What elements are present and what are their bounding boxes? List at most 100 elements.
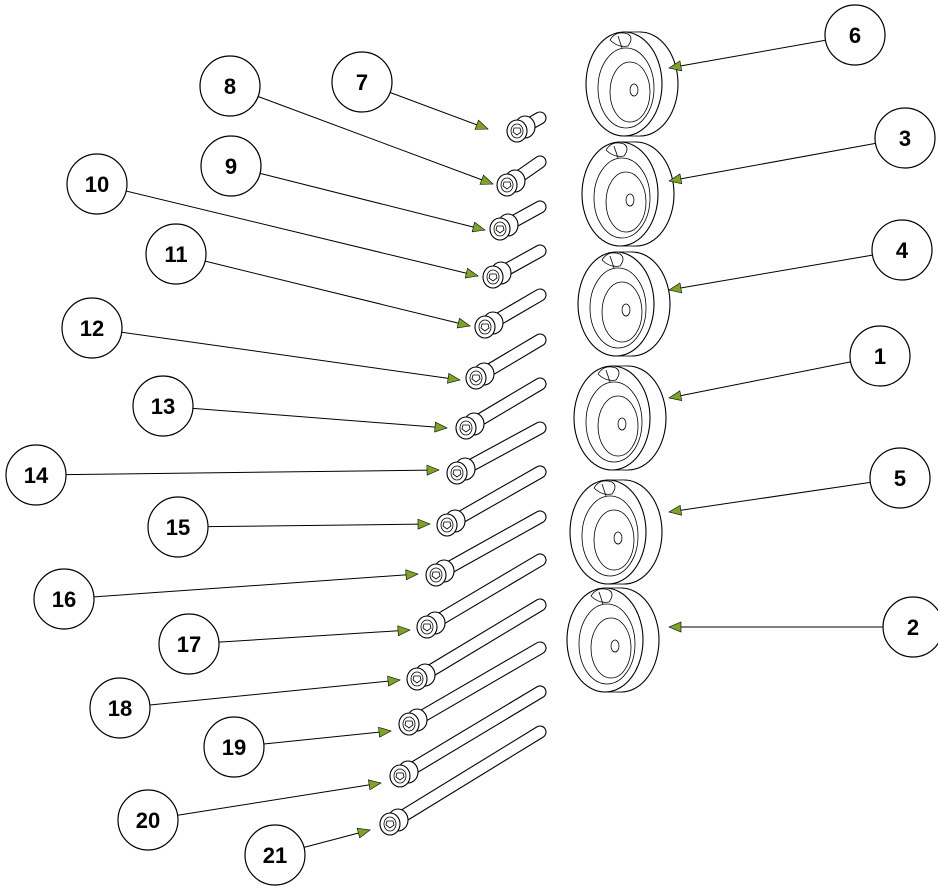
leader-arrowhead — [668, 504, 682, 516]
balloon-label: 20 — [136, 808, 160, 833]
leader-line — [668, 39, 826, 69]
socket-head-screw — [425, 510, 547, 587]
socket-head-screw — [436, 465, 547, 537]
balloon-label: 8 — [224, 74, 236, 99]
balloon-10: 10 — [66, 153, 128, 215]
balloon-label: 10 — [85, 172, 109, 197]
leader-arrowhead — [474, 119, 489, 130]
balloon-19: 19 — [203, 716, 265, 778]
leader-line — [259, 172, 486, 231]
leader-line — [257, 96, 494, 185]
balloon-label: 6 — [849, 23, 861, 48]
leader-line — [65, 469, 440, 476]
leader-arrowhead — [356, 827, 371, 839]
leader-arrowhead — [668, 173, 683, 185]
leader-line — [668, 361, 851, 399]
socket-head-screw — [465, 333, 547, 390]
collars-group — [566, 31, 679, 693]
socket-head-screw — [506, 111, 547, 143]
leader-line — [192, 407, 448, 429]
balloon-label: 7 — [356, 70, 368, 95]
balloon-1: 1 — [849, 325, 911, 387]
collar-part — [569, 479, 663, 585]
leaders-group — [65, 39, 883, 848]
balloon-8: 8 — [199, 55, 261, 117]
leader-line — [668, 254, 873, 291]
leader-arrowhead — [426, 464, 440, 476]
socket-head-screw — [416, 553, 547, 639]
leader-arrowhead — [434, 421, 448, 433]
socket-head-screw — [489, 200, 547, 241]
collar-part — [585, 31, 679, 137]
socket-head-screw — [389, 685, 547, 788]
balloon-17: 17 — [158, 613, 220, 675]
leader-arrowhead — [417, 518, 431, 530]
leader-arrowhead — [479, 174, 494, 185]
leader-line — [389, 92, 489, 130]
leader-arrowhead — [668, 621, 682, 633]
balloon-label: 1 — [874, 344, 886, 369]
leader-line — [263, 730, 392, 745]
balloon-11: 11 — [145, 223, 207, 285]
balloon-16: 16 — [33, 568, 95, 630]
balloon-15: 15 — [147, 496, 209, 558]
leader-arrowhead — [387, 675, 401, 687]
leader-line — [93, 573, 419, 598]
leader-line — [218, 629, 411, 643]
balloon-6: 6 — [824, 4, 886, 66]
balloon-4: 4 — [871, 219, 933, 281]
collar-part — [581, 141, 675, 247]
balloon-label: 17 — [177, 632, 201, 657]
leader-line — [205, 260, 471, 327]
screws-group — [379, 111, 547, 836]
socket-head-screw — [496, 155, 547, 197]
balloon-7: 7 — [331, 51, 393, 113]
leader-arrowhead — [668, 390, 683, 401]
balloon-3: 3 — [874, 107, 936, 169]
leader-arrowhead — [447, 372, 461, 384]
leader-line — [149, 679, 401, 706]
balloon-20: 20 — [117, 789, 179, 851]
socket-head-screw — [379, 725, 547, 836]
leader-arrowhead — [397, 625, 411, 637]
leader-arrowhead — [668, 282, 683, 294]
leader-arrowhead — [367, 779, 382, 791]
balloon-label: 21 — [263, 843, 287, 868]
leader-arrowhead — [471, 221, 486, 233]
balloon-label: 13 — [151, 394, 175, 419]
leader-line — [177, 782, 382, 816]
leader-arrowhead — [464, 267, 479, 279]
leader-arrowhead — [456, 317, 471, 329]
balloon-13: 13 — [132, 375, 194, 437]
balloon-18: 18 — [89, 677, 151, 739]
socket-head-screw — [398, 641, 547, 736]
balloon-label: 9 — [225, 154, 237, 179]
balloon-label: 16 — [52, 587, 76, 612]
leader-line — [126, 190, 479, 277]
balloon-label: 14 — [24, 463, 49, 488]
collar-part — [566, 587, 660, 693]
balloon-label: 11 — [164, 242, 187, 267]
leader-arrowhead — [405, 569, 419, 581]
leader-arrowhead — [668, 60, 683, 72]
leader-arrowhead — [378, 726, 392, 738]
balloon-label: 19 — [222, 735, 246, 760]
socket-head-screw — [446, 421, 547, 485]
collar-part — [573, 365, 667, 471]
balloon-12: 12 — [61, 297, 123, 359]
balloon-label: 3 — [899, 126, 911, 151]
leader-line — [668, 481, 871, 513]
leader-line — [668, 142, 876, 182]
socket-head-screw — [455, 377, 547, 440]
leader-line — [121, 331, 461, 381]
balloon-label: 15 — [166, 515, 190, 540]
balloon-label: 12 — [80, 316, 104, 341]
balloon-label: 4 — [896, 238, 909, 263]
balloon-14: 14 — [5, 444, 67, 506]
balloon-5: 5 — [869, 447, 931, 509]
balloon-21: 21 — [244, 824, 306, 886]
balloon-label: 18 — [108, 696, 132, 721]
socket-head-screw — [482, 244, 547, 289]
